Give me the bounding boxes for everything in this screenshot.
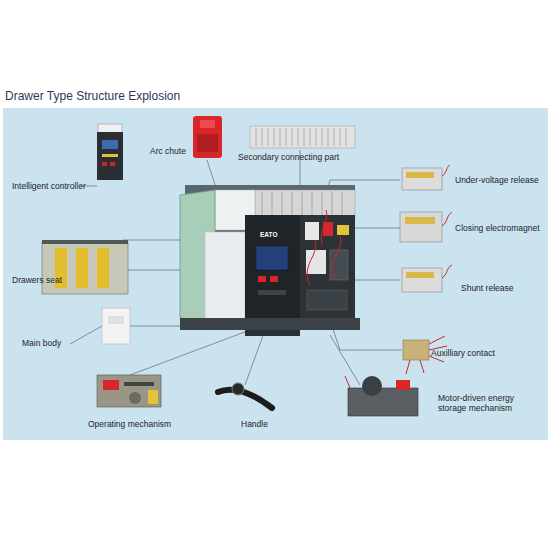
main-body-illustration (180, 185, 360, 336)
motor-mechanism-illustration (345, 376, 418, 416)
operating-mechanism-illustration (97, 375, 161, 407)
part-label: Handle (241, 419, 281, 429)
leader-lines (42, 150, 402, 385)
part-label: Secondary connecting part (238, 152, 368, 162)
part-label: Intelligent controller (12, 181, 102, 191)
background-panel (3, 108, 548, 440)
part-label: Drawers seat (12, 275, 72, 285)
handle-illustration (218, 383, 272, 408)
part-label: Motor-driven energy storage mechanism (438, 393, 528, 413)
part-label: Under-voltage release (455, 175, 550, 185)
release-coils-illustration (400, 165, 452, 292)
part-label: Closing electromagnet (455, 223, 550, 233)
part-label: Shunt release (461, 283, 541, 293)
secondary-connector-illustration (250, 126, 355, 148)
intelligent-controller-illustration (97, 124, 123, 180)
part-label: Arc chute (150, 146, 195, 156)
main-body-cover-illustration (102, 308, 130, 344)
part-label: Operating mechanism (88, 419, 188, 429)
brand-mark: EATO (260, 230, 290, 240)
part-label: Main body (22, 338, 82, 348)
arc-chute-illustration (193, 116, 222, 158)
part-label: Auxilliary contact (431, 348, 531, 358)
diagram-title: Drawer Type Structure Explosion (5, 89, 180, 103)
drawer-seat-illustration (42, 240, 128, 294)
